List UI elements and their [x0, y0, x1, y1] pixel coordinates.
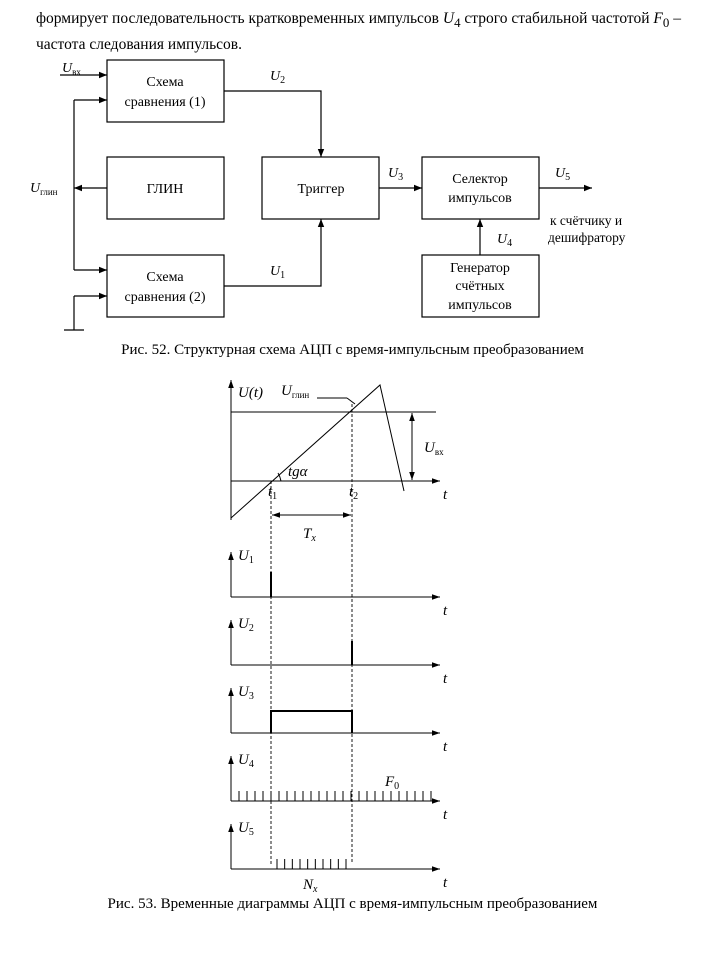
glin-label: ГЛИН	[147, 182, 184, 197]
comp2-label-line2: сравнения (2)	[125, 290, 206, 305]
figure-52-caption: Рис. 52. Структурная схема АЦП с время-и…	[121, 342, 584, 358]
u-in-level-label: Uвх	[424, 440, 444, 457]
u3-pulse	[270, 710, 353, 733]
u5-pulse-train	[276, 859, 347, 869]
u3-label: U3	[388, 166, 403, 183]
block-diagram: Схема сравнения (1) ГЛИН Триггер Схема с…	[30, 59, 626, 331]
t2-label: t2	[349, 484, 358, 502]
u4-pulse-train	[238, 791, 432, 801]
f0-label: F0	[384, 774, 399, 792]
comp1-label-line1: Схема	[146, 75, 184, 90]
intro-text-3: – частота следования импульсов.	[36, 10, 681, 54]
f0-symbol: F	[653, 10, 663, 27]
intro-paragraph: формирует последовательность кратковреме…	[36, 8, 686, 56]
selector-label-line2: импульсов	[448, 191, 512, 206]
generator-label-line1: Генератор	[450, 261, 510, 276]
u2-label: U2	[270, 69, 285, 86]
comp2-label-line1: Схема	[146, 270, 184, 285]
u-t-label: U(t)	[238, 385, 263, 401]
selector-label-line1: Селектор	[452, 172, 507, 187]
glin-ramp	[230, 384, 405, 519]
comp1-label-line2: сравнения (1)	[125, 95, 206, 110]
u-glin-label: Uглин	[30, 181, 58, 197]
trigger-label: Триггер	[297, 182, 344, 197]
u-glin-ramp-label: Uглин	[281, 383, 309, 400]
u5-label: U5	[555, 166, 570, 183]
u-in-label: Uвх	[62, 61, 81, 77]
u4-symbol: U	[442, 10, 455, 27]
u1-axis-label: U1	[238, 548, 254, 566]
t-axis-label-u2: t	[443, 671, 448, 687]
output-label-line2: дешифратору	[548, 230, 626, 245]
u1-label: U1	[270, 264, 285, 281]
t-axis-label-u4: t	[443, 807, 448, 823]
intro-text-2: строго стабильной частотой	[460, 10, 654, 27]
nx-label: Nx	[302, 877, 318, 895]
u3-axis-label: U3	[238, 684, 254, 702]
f0-sub: 0	[662, 15, 670, 31]
u4-axis-label: U4	[238, 752, 254, 770]
t-axis-label-top: t	[443, 487, 448, 503]
u2-axis-label: U2	[238, 616, 254, 634]
figure-53-caption: Рис. 53. Временные диаграммы АЦП с время…	[107, 896, 598, 912]
generator-label-line2: счётных	[455, 279, 504, 294]
output-label-line1: к счётчику и	[550, 213, 622, 228]
u4-label: U4	[497, 232, 512, 249]
generator-label-line3: импульсов	[448, 298, 512, 313]
tx-label: Tx	[303, 526, 316, 544]
t-axis-label-u3: t	[443, 739, 448, 755]
intro-text-1: формирует последовательность кратковреме…	[36, 10, 443, 27]
u4-sub: 4	[454, 15, 461, 31]
t1-label: t1	[268, 484, 277, 502]
u5-axis-label: U5	[238, 820, 254, 838]
tg-alpha-label: tgα	[288, 464, 309, 480]
t-axis-label-u5: t	[443, 875, 448, 891]
t-axis-label-u1: t	[443, 603, 448, 619]
